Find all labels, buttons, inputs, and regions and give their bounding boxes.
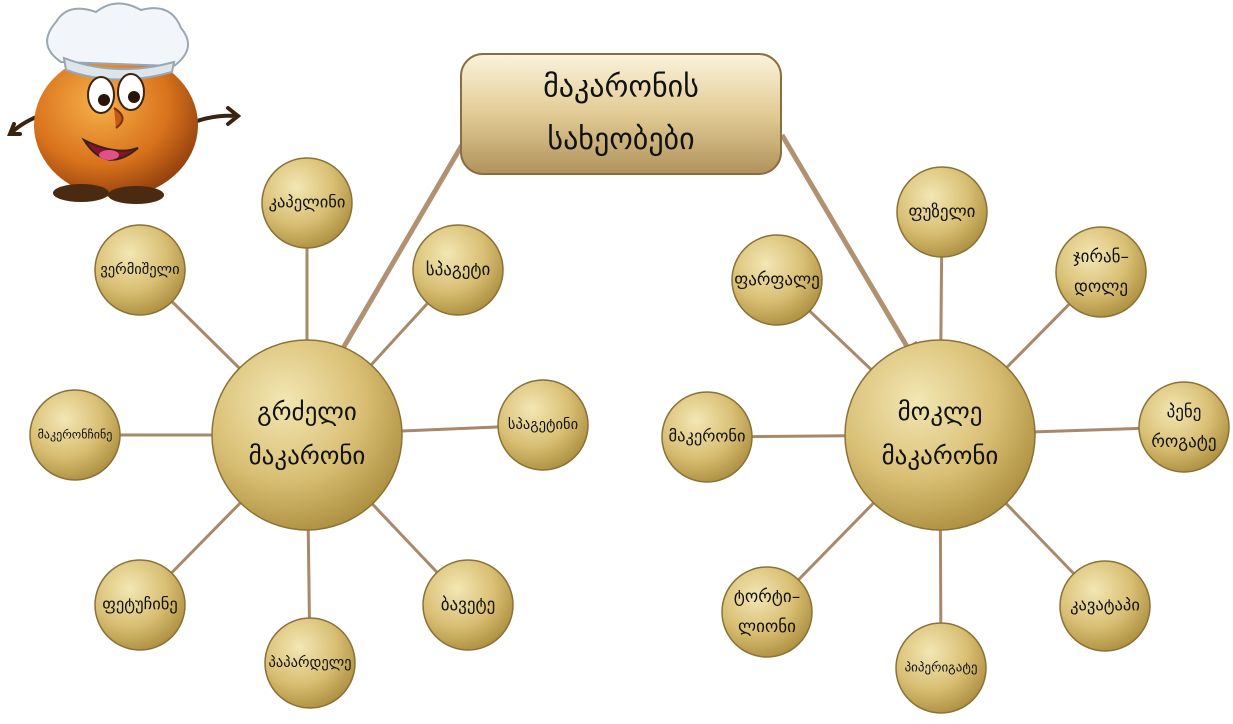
center-node-short: მოკლე მაკარონი xyxy=(844,339,1036,531)
satellite-node-farfalle-circle xyxy=(731,234,823,326)
title-box: მაკარონის სახეობები xyxy=(460,53,782,175)
satellite-node-spaghettini: სპაგეტინი xyxy=(497,379,589,471)
satellite-node-tortiglioni: ტორტი– ლიონი xyxy=(721,566,813,658)
arrow-to-long-pasta xyxy=(331,143,465,368)
center-node-short-label: მაკარონი xyxy=(882,441,999,470)
center-node-long-label: გრძელი xyxy=(257,397,357,426)
satellite-node-penne-rigate-circle xyxy=(1138,381,1230,473)
title-label: სახეობები xyxy=(547,122,694,157)
satellite-node-penne-rigate-label: როგატე xyxy=(1151,432,1216,452)
satellite-node-vermicelli-label: ვერმიშელი xyxy=(100,261,179,278)
satellite-node-girandole-label: ჯირან– xyxy=(1073,247,1129,267)
satellite-node-fettuccine-circle xyxy=(94,559,186,651)
satellite-node-maccheroni-label: მაკერონი xyxy=(668,427,745,446)
center-node-short-label: მოკლე xyxy=(898,397,983,426)
satellite-node-tortiglioni-circle xyxy=(721,566,813,658)
satellite-node-penne-rigate-label: პენე xyxy=(1167,402,1202,422)
satellite-node-fusilli: ფუზელი xyxy=(896,166,988,258)
satellite-node-fusilli-label: ფუზელი xyxy=(909,202,976,222)
satellite-node-maccheroni-circle xyxy=(661,391,753,483)
satellite-node-capellini-label: კაპელინი xyxy=(269,193,346,212)
satellite-node-maccheroncini: მაკერონჩინე xyxy=(29,389,121,481)
satellite-node-girandole-label: დოლე xyxy=(1074,277,1128,297)
satellite-node-cavatappi: კავატაპი xyxy=(1059,560,1151,652)
center-node-long-label: მაკარონი xyxy=(249,441,366,470)
satellite-node-penne-rigate: პენე როგატე xyxy=(1138,381,1230,473)
satellite-node-bavette-circle xyxy=(422,559,514,651)
satellite-node-fusilli-circle xyxy=(896,166,988,258)
arrow-to-short-pasta xyxy=(779,133,919,366)
satellite-node-maccheroncini-circle xyxy=(29,389,121,481)
satellite-node-farfalle-label: ფარფალე xyxy=(734,270,820,290)
satellite-node-spaghettini-circle xyxy=(497,379,589,471)
satellite-node-farfalle: ფარფალე xyxy=(731,234,823,326)
satellite-node-pappardelle-circle xyxy=(264,617,356,709)
title-box-frame xyxy=(460,53,782,175)
satellite-node-tortiglioni-label: ტორტი– xyxy=(734,587,800,607)
satellite-node-spaghetti-label: სპაგეტი xyxy=(426,260,491,280)
satellite-node-maccheroncini-label: მაკერონჩინე xyxy=(38,428,113,442)
title-label: მაკარონის xyxy=(543,69,699,104)
satellite-node-bavette-label: ბავეტე xyxy=(441,595,496,615)
satellite-node-pipe-rigate: პიპერიგატე xyxy=(895,622,987,714)
satellite-node-spaghetti-circle xyxy=(412,224,504,316)
satellite-node-fettuccine: ფეტუჩინე xyxy=(94,559,186,651)
satellite-node-tortiglioni-label: ლიონი xyxy=(738,617,796,637)
satellite-node-maccheroni: მაკერონი xyxy=(661,391,753,483)
center-node-long: გრძელი მაკარონი xyxy=(211,339,403,531)
satellite-node-pipe-rigate-label: პიპერიგატე xyxy=(905,661,978,676)
satellite-node-capellini: კაპელინი xyxy=(261,157,353,249)
satellite-node-capellini-circle xyxy=(261,157,353,249)
node-layer: გრძელი მაკარონი კაპელინი სპაგეტი სპაგეტინი ბა… xyxy=(29,53,1230,714)
satellite-node-cavatappi-circle xyxy=(1059,560,1151,652)
satellite-node-spaghettini-label: სპაგეტინი xyxy=(508,417,578,433)
center-node-long-circle xyxy=(211,339,403,531)
satellite-node-pappardelle-label: პაპარდელე xyxy=(268,654,351,671)
satellite-node-girandole-circle xyxy=(1055,226,1147,318)
satellite-node-pappardelle: პაპარდელე xyxy=(264,617,356,709)
satellite-node-vermicelli: ვერმიშელი xyxy=(94,224,186,316)
satellite-node-fettuccine-label: ფეტუჩინე xyxy=(102,595,178,614)
satellite-node-spaghetti: სპაგეტი xyxy=(412,224,504,316)
satellite-node-cavatappi-label: კავატაპი xyxy=(1070,596,1140,615)
arrow-layer xyxy=(331,133,919,368)
chef-mascot-illustration xyxy=(7,2,242,204)
satellite-node-vermicelli-circle xyxy=(94,224,186,316)
satellite-node-pipe-rigate-circle xyxy=(895,622,987,714)
center-node-short-circle xyxy=(844,339,1036,531)
satellite-node-bavette: ბავეტე xyxy=(422,559,514,651)
satellite-node-girandole: ჯირან– დოლე xyxy=(1055,226,1147,318)
